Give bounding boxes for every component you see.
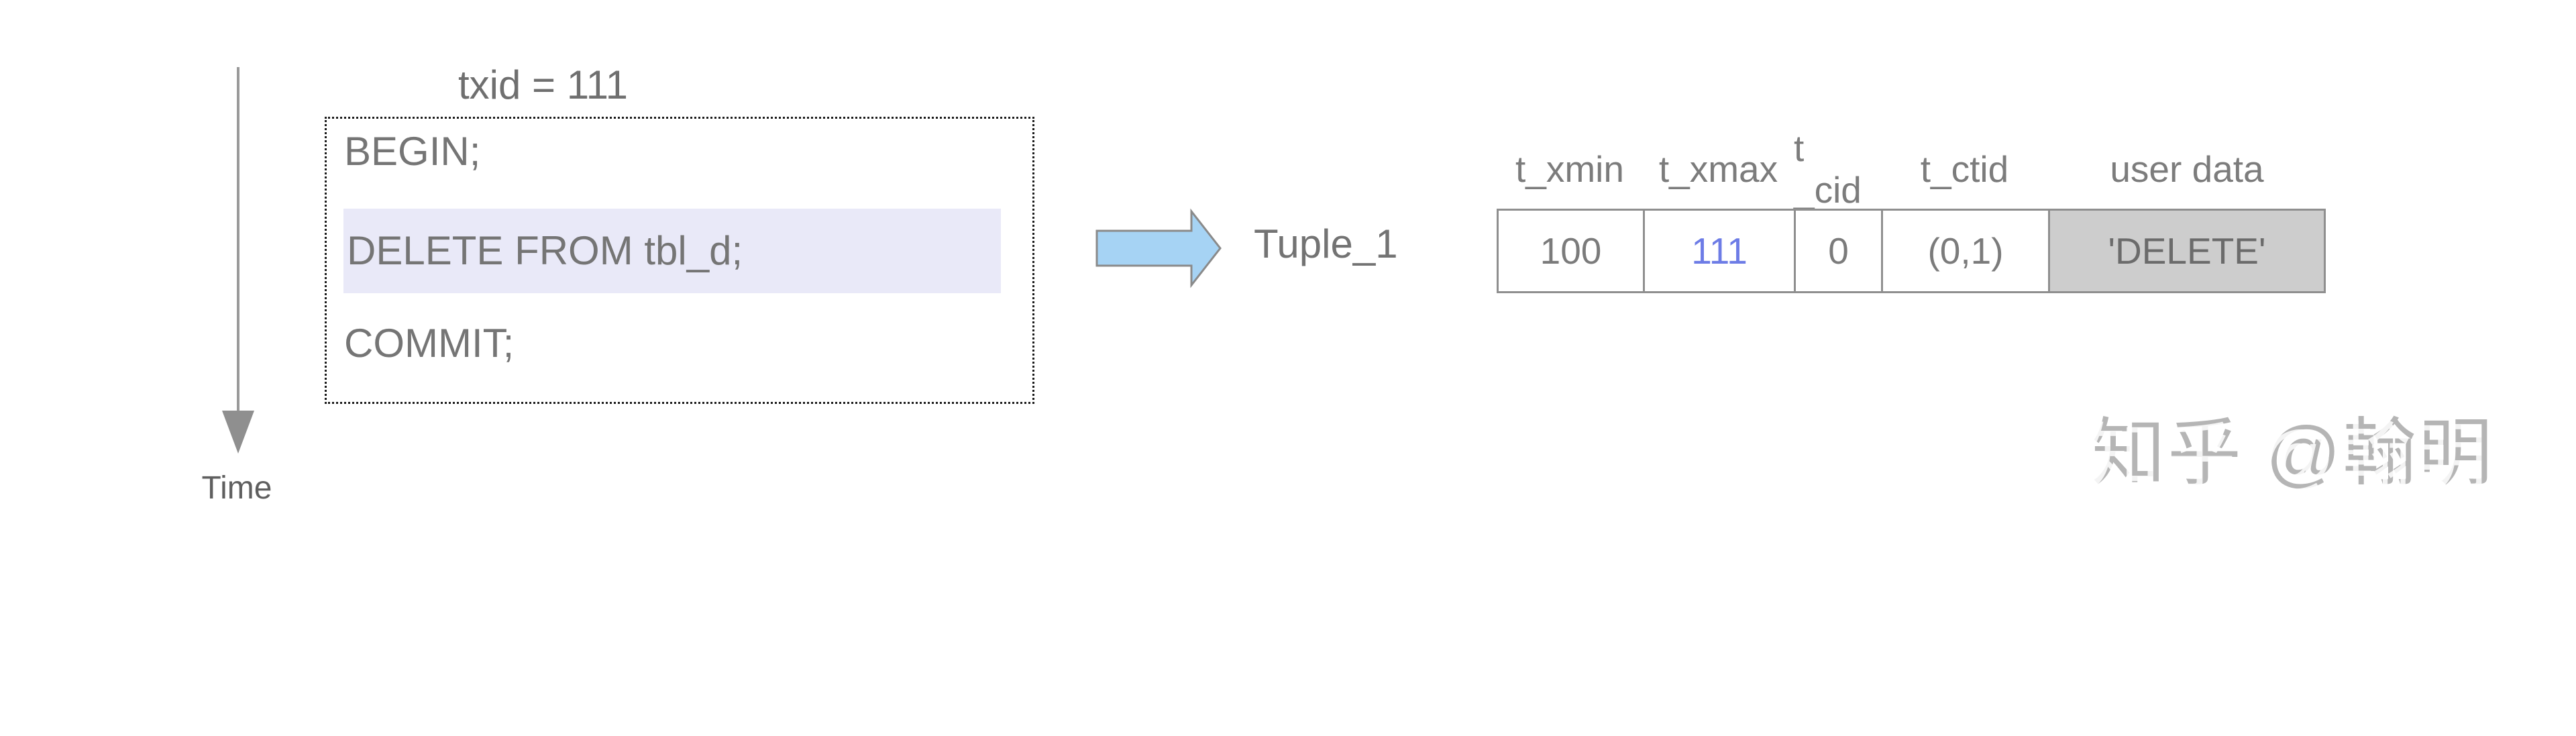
cell-t-cid: 0 (1796, 211, 1883, 291)
tuple-header-row: t_xmin t_xmax t _cid t_ctid user data (1497, 127, 2326, 211)
right-arrow-icon (1095, 208, 1222, 288)
header-user-data: user data (2110, 148, 2264, 190)
sql-statement-highlight-row: DELETE FROM tbl_d; (343, 209, 1001, 293)
sql-statement-begin: BEGIN; (344, 129, 481, 174)
tuple-row: 100 111 0 (0,1) 'DELETE' (1497, 209, 2326, 293)
header-t-cid: t _cid (1794, 127, 1862, 211)
header-t-ctid: t_ctid (1920, 148, 2009, 190)
cell-t-ctid: (0,1) (1883, 211, 2050, 291)
cell-user-data: 'DELETE' (2050, 211, 2324, 291)
txid-label: txid = 111 (458, 62, 628, 107)
tuple-name: Tuple_1 (1254, 221, 1398, 266)
watermark-emboss: 知乎 @翰明 (2086, 417, 2489, 499)
mvcc-delete-diagram: Time txid = 111 BEGIN; DELETE FROM tbl_d… (201, 62, 2561, 507)
header-t-xmax: t_xmax (1658, 148, 1778, 190)
header-t-xmin: t_xmin (1515, 148, 1624, 190)
watermark: 知乎 @翰明 知乎 @翰明 (2086, 412, 2561, 507)
cell-t-xmax: 111 (1645, 211, 1796, 291)
time-axis-line (237, 67, 239, 411)
sql-statement-commit: COMMIT; (344, 321, 515, 366)
sql-statement-delete: DELETE FROM tbl_d; (347, 228, 743, 273)
watermark-text: 知乎 @翰明 (2092, 412, 2495, 494)
cell-t-xmin: 100 (1499, 211, 1645, 291)
time-axis-label: Time (201, 470, 272, 506)
time-axis-arrowhead-icon (222, 411, 254, 454)
transaction-box: BEGIN; DELETE FROM tbl_d; COMMIT; (325, 117, 1034, 404)
